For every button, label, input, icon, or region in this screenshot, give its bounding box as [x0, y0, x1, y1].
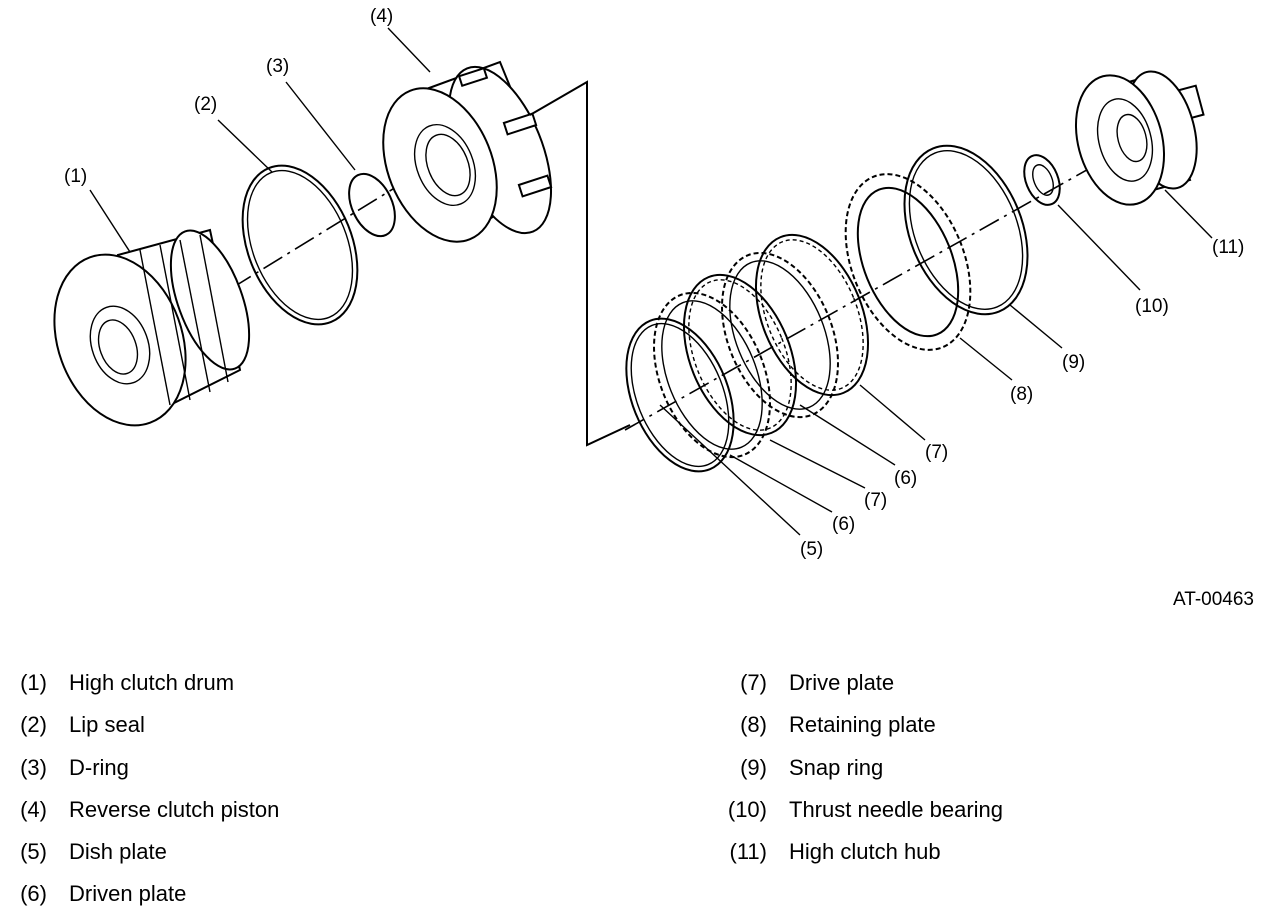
legend-number: (10) [727, 796, 767, 822]
legend-number: (4) [20, 796, 47, 822]
exploded-view-diagram: (1) (2) (3) (4) (5) (6) (7) (6) (7) (8) … [53, 6, 1244, 560]
legend-label: Retaining plate [789, 712, 936, 738]
high-clutch-hub [1074, 70, 1205, 206]
callout-10: (10) [1135, 296, 1169, 317]
driven-plate-front [653, 291, 771, 459]
callout-9: (9) [1062, 352, 1085, 373]
callout-7b: (7) [925, 442, 948, 463]
high-clutch-drum [53, 228, 251, 427]
legend-label: Driven plate [69, 881, 187, 907]
legend-number: (1) [20, 670, 47, 695]
legend-number: (6) [20, 881, 47, 907]
legend-label: High clutch drum [69, 670, 235, 695]
legend-number: (11) [729, 839, 768, 865]
callout-6a: (6) [832, 514, 855, 535]
reverse-clutch-piston [382, 60, 553, 243]
callout-8: (8) [1010, 384, 1033, 405]
legend-number: (7) [740, 670, 767, 695]
legend-number: (5) [20, 839, 47, 865]
thrust-needle-bearing [1023, 154, 1061, 206]
dish-plate [625, 317, 735, 473]
figure-id: AT-00463 [1173, 589, 1254, 610]
d-ring [348, 172, 396, 238]
drive-plate-back [754, 233, 870, 397]
callout-6b: (6) [894, 468, 917, 489]
legend-label: D-ring [69, 754, 129, 780]
callout-11: (11) [1212, 237, 1244, 258]
center-axis-right [624, 139, 1141, 431]
legend-label: Dish plate [69, 839, 167, 865]
drive-plate-front [682, 273, 798, 437]
legend-number: (8) [740, 712, 767, 738]
legend-label: Lip seal [69, 712, 145, 738]
callout-7a: (7) [864, 490, 887, 511]
driven-plate-back [721, 251, 839, 419]
legend-label: Thrust needle bearing [789, 796, 1004, 822]
legend-number: (3) [20, 754, 47, 780]
retaining-plate [844, 173, 972, 351]
legend-number: (9) [740, 754, 767, 780]
group-bracket [529, 80, 631, 447]
callout-2: (2) [194, 94, 217, 115]
callout-5: (5) [800, 539, 823, 560]
callout-1: (1) [64, 166, 87, 187]
leader-lines [89, 27, 1213, 536]
legend-label: High clutch hub [789, 839, 941, 865]
callout-4: (4) [370, 6, 393, 27]
legend-number: (2) [20, 712, 47, 738]
legend-label: Drive plate [789, 670, 895, 695]
legend-label: Snap ring [789, 754, 884, 780]
snap-ring [903, 144, 1029, 316]
callout-3: (3) [266, 56, 289, 77]
legend-label: Reverse clutch piston [69, 796, 280, 822]
lip-seal [241, 164, 359, 326]
